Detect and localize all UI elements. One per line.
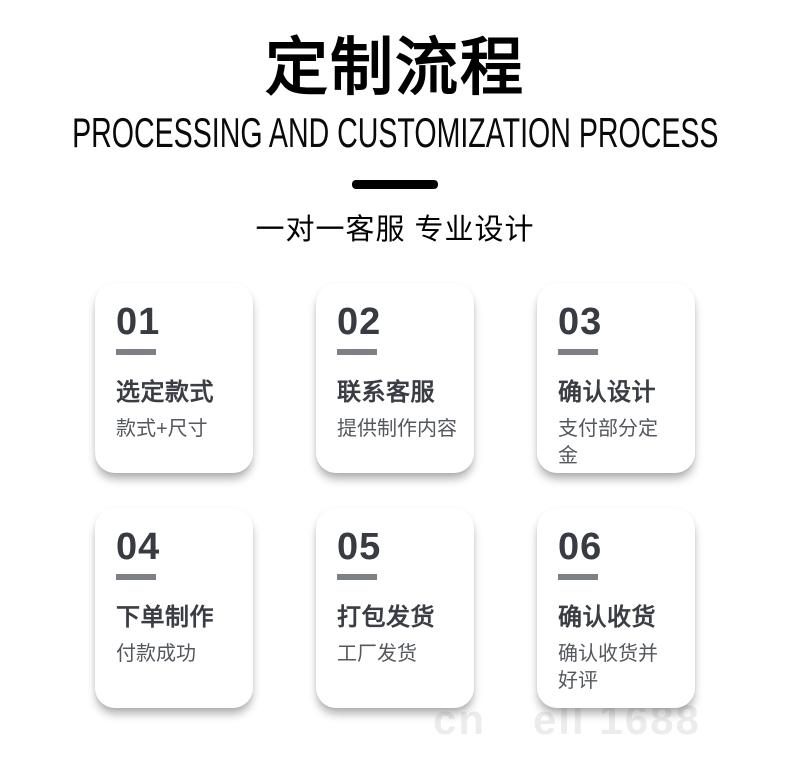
step-card-1: 01 选定款式 款式+尺寸	[95, 283, 253, 473]
steps-grid: 01 选定款式 款式+尺寸 02 联系客服 提供制作内容 03 确认设计 支付部…	[95, 283, 695, 708]
step-description: 付款成功	[116, 643, 196, 665]
step-title: 联系客服	[337, 379, 435, 406]
step-title: 下单制作	[116, 604, 214, 631]
step-underline-bar	[116, 574, 156, 580]
step-title: 确认收货	[558, 604, 656, 631]
step-card-5: 05 打包发货 工厂发货	[316, 508, 474, 708]
page-subtitle-wrap: PROCESSING AND CUSTOMIZATION PROCESS	[0, 109, 790, 157]
step-underline-bar	[558, 574, 598, 580]
step-underline-bar	[558, 349, 598, 355]
page-title: 定制流程	[265, 33, 525, 103]
step-number: 02	[337, 301, 382, 343]
step-description: 确认收货并 好评	[558, 643, 658, 692]
step-card-2: 02 联系客服 提供制作内容	[316, 283, 474, 473]
step-number: 04	[116, 526, 161, 568]
step-card-6: 06 确认收货 确认收货并 好评	[537, 508, 695, 708]
step-description: 支付部分定 金	[558, 418, 658, 467]
step-underline-bar	[337, 574, 377, 580]
step-description: 提供制作内容	[337, 418, 457, 440]
step-number: 05	[337, 526, 382, 568]
step-title: 确认设计	[558, 379, 656, 406]
step-number: 06	[558, 526, 603, 568]
step-description: 工厂发货	[337, 643, 417, 665]
step-title: 打包发货	[337, 604, 435, 631]
step-underline-bar	[116, 349, 156, 355]
step-description: 款式+尺寸	[116, 418, 208, 440]
page-subtitle: PROCESSING AND CUSTOMIZATION PROCESS	[71, 109, 719, 157]
step-title: 选定款式	[116, 379, 214, 406]
step-number: 03	[558, 301, 603, 343]
tagline: 一对一客服 专业设计	[255, 214, 535, 247]
divider-bar	[352, 180, 438, 190]
step-underline-bar	[337, 349, 377, 355]
header: 定制流程 PROCESSING AND CUSTOMIZATION PROCES…	[0, 0, 790, 248]
step-number: 01	[116, 301, 161, 343]
step-card-3: 03 确认设计 支付部分定 金	[537, 283, 695, 473]
step-card-4: 04 下单制作 付款成功	[95, 508, 253, 708]
